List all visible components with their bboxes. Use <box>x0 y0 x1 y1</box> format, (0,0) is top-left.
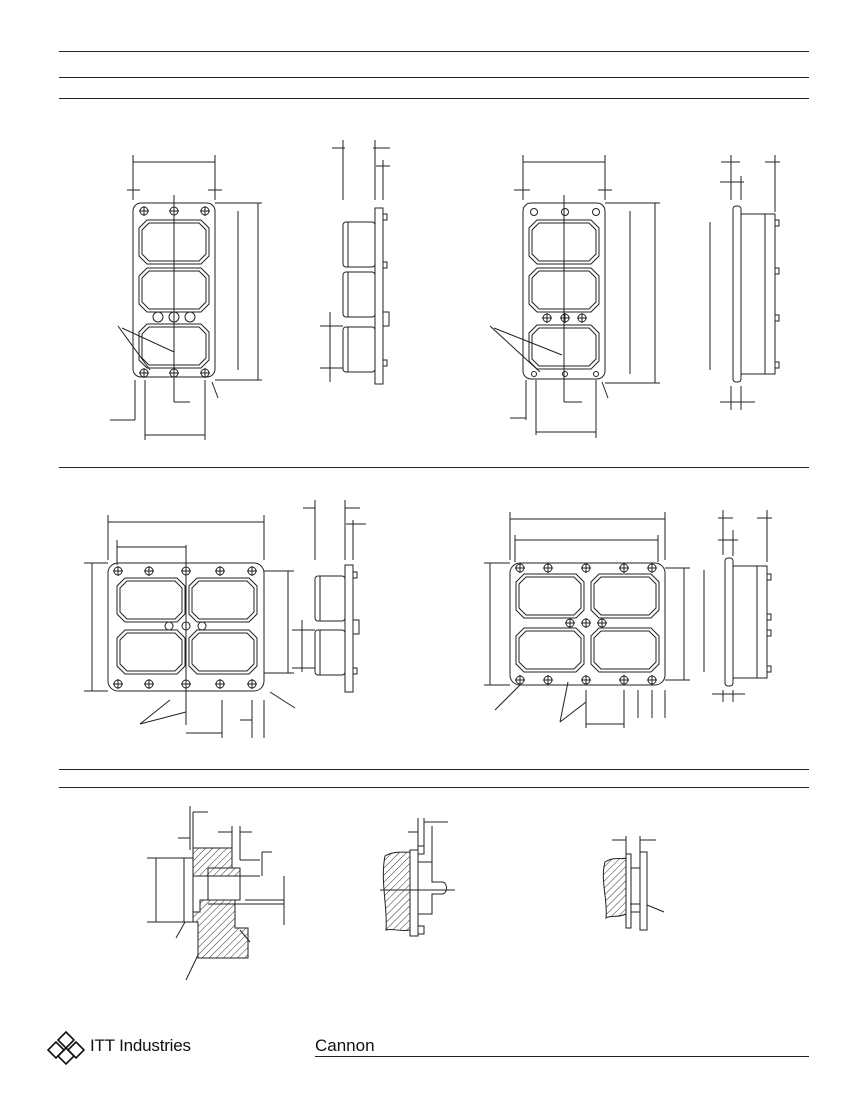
footer-rule <box>315 1056 809 1057</box>
brand-name: Cannon <box>315 1036 375 1055</box>
mounting-detail-3 <box>602 836 665 931</box>
side-view-a <box>320 140 390 385</box>
side-view-b <box>709 155 780 410</box>
header-rule-2 <box>59 77 809 78</box>
section-divider-3 <box>59 787 809 788</box>
front-view-a-panel <box>110 155 262 440</box>
itt-diamond-logo-icon <box>46 1030 86 1066</box>
mounting-detail-2 <box>380 818 455 937</box>
front-view-b-panel <box>489 155 660 438</box>
mounting-detail-1 <box>147 806 285 981</box>
section-divider-2 <box>59 769 809 770</box>
header-rule-3 <box>59 98 809 99</box>
side-view-d <box>703 510 772 702</box>
front-view-d-panel <box>484 512 690 728</box>
side-view-c <box>292 500 366 693</box>
front-view-c-panel <box>84 515 296 738</box>
company-name: ITT Industries <box>90 1036 191 1055</box>
section-divider-1 <box>59 467 809 468</box>
header-rule-1 <box>59 51 809 52</box>
